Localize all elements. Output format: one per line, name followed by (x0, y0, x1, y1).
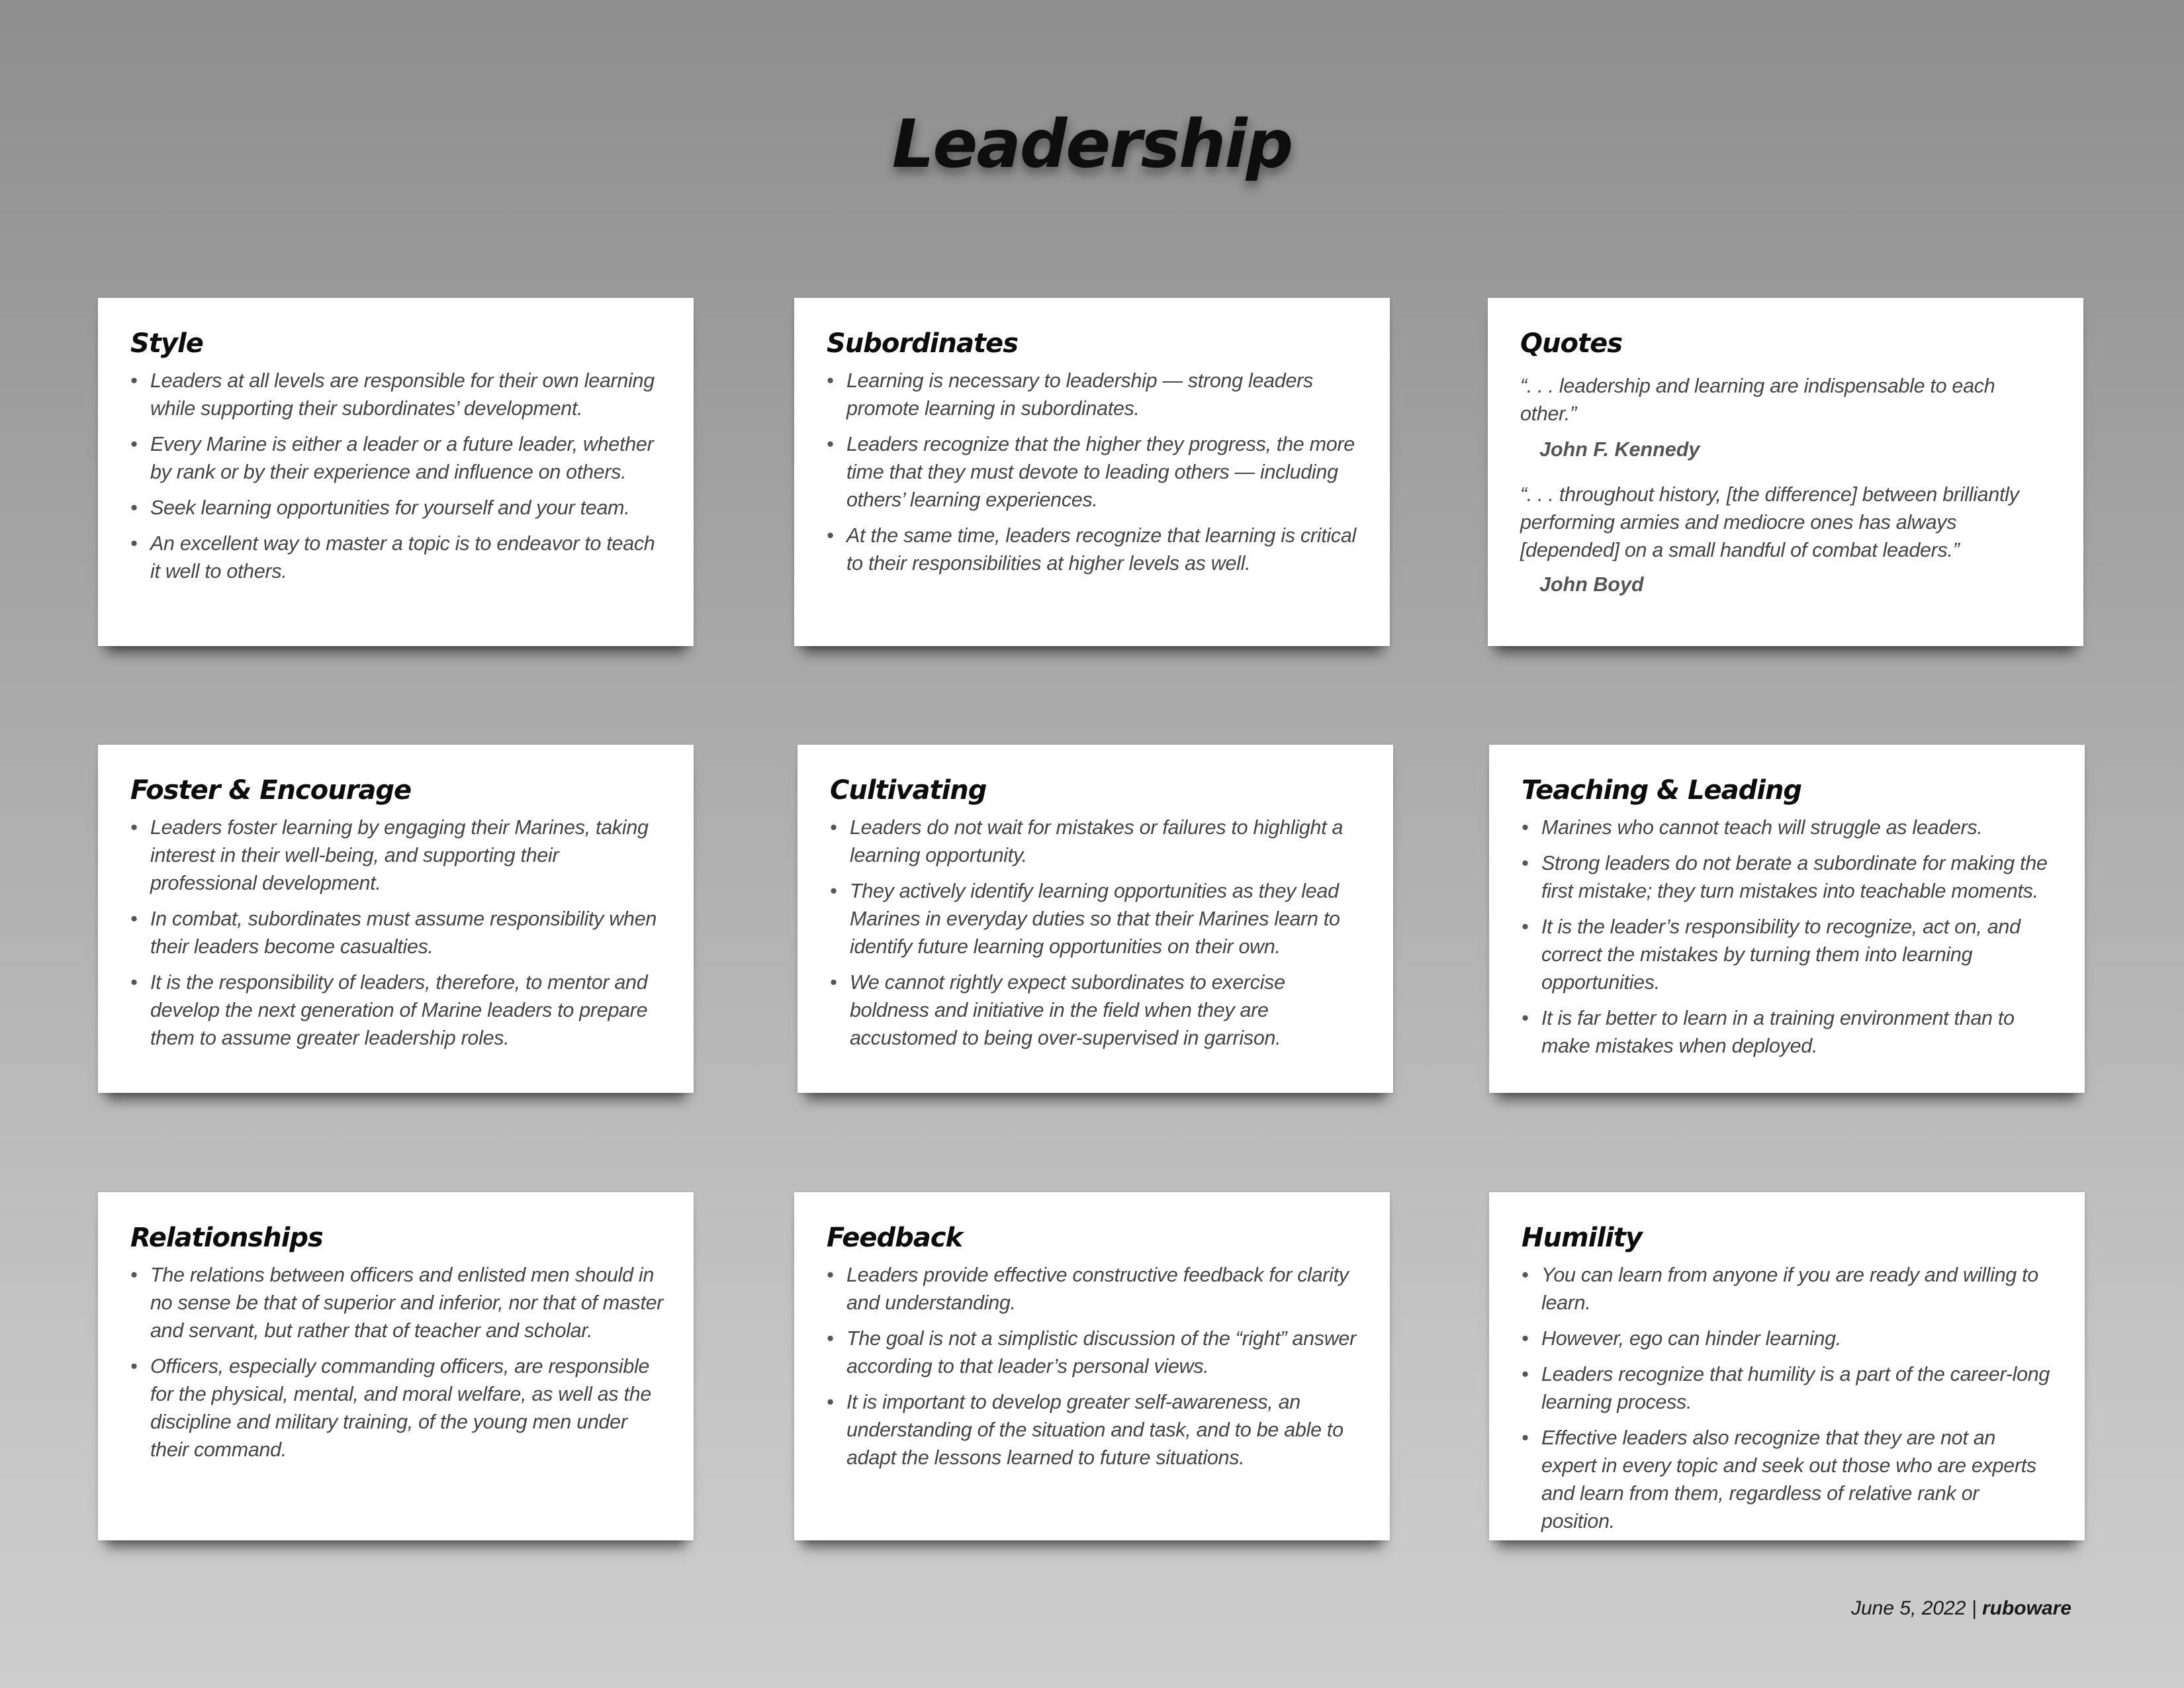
bullet-list: •The relations between officers and enli… (130, 1261, 664, 1464)
card-foster-encourage: Foster & Encourage •Leaders foster learn… (98, 745, 694, 1093)
bullet-list: •Marines who cannot teach will struggle … (1522, 814, 2056, 1060)
list-item: •Every Marine is either a leader or a fu… (130, 430, 664, 486)
list-item: •The goal is not a simplistic discussion… (827, 1325, 1361, 1380)
bullet-icon: • (1522, 1363, 1529, 1385)
card-feedback: Feedback •Leaders provide effective cons… (794, 1192, 1390, 1540)
bullet-icon: • (830, 971, 837, 994)
card-heading: Cultivating (830, 775, 987, 806)
quote-text: “. . . leadership and learning are indis… (1520, 375, 1995, 425)
bullet-list: •Learning is necessary to leadership — s… (827, 367, 1361, 577)
list-item: •Leaders recognize that humility is a pa… (1522, 1360, 2056, 1416)
card-style: Style •Leaders at all levels are respons… (98, 298, 694, 646)
bullet-icon: • (130, 496, 138, 519)
list-item: •The relations between officers and enli… (130, 1261, 664, 1344)
bullet-icon: • (830, 816, 837, 839)
bullet-icon: • (1522, 1327, 1529, 1350)
bullet-icon: • (130, 1264, 138, 1286)
quote-author: John F. Kennedy (1539, 438, 1700, 461)
list-item: •Seek learning opportunities for yoursel… (130, 494, 664, 522)
card-heading: Quotes (1520, 328, 1623, 359)
bullet-icon: • (1522, 852, 1529, 874)
list-item: •Officers, especially commanding officer… (130, 1352, 664, 1464)
quote-text: “. . . throughout history, [the differen… (1520, 483, 2019, 561)
bullet-icon: • (1522, 1264, 1529, 1286)
bullet-icon: • (1522, 1007, 1529, 1029)
list-item: •Effective leaders also recognize that t… (1522, 1424, 2056, 1535)
list-item: •An excellent way to master a topic is t… (130, 530, 664, 585)
list-item: •Learning is necessary to leadership — s… (827, 367, 1361, 422)
card-heading: Relationships (130, 1223, 324, 1253)
card-heading: Style (130, 328, 204, 359)
card-teaching-leading: Teaching & Leading •Marines who cannot t… (1489, 745, 2085, 1093)
bullet-icon: • (130, 1355, 138, 1378)
bullet-icon: • (830, 880, 837, 902)
list-item: •They actively identify learning opportu… (830, 877, 1364, 961)
footer-brand: ruboware (1981, 1597, 2071, 1619)
bullet-icon: • (827, 1327, 834, 1350)
bullet-icon: • (130, 971, 138, 994)
bullet-icon: • (827, 1391, 834, 1413)
card-relationships: Relationships •The relations between off… (98, 1192, 694, 1540)
footer: June 5, 2022 | ruboware (1851, 1597, 2071, 1620)
bullet-list: •Leaders do not wait for mistakes or fai… (830, 814, 1364, 1052)
bullet-icon: • (827, 1264, 834, 1286)
quote-author: John Boyd (1539, 573, 1644, 596)
list-item: •However, ego can hinder learning. (1522, 1325, 2056, 1352)
list-item: •At the same time, leaders recognize tha… (827, 522, 1361, 577)
card-heading: Teaching & Leading (1522, 775, 1802, 806)
list-item: •Leaders foster learning by engaging the… (130, 814, 664, 897)
bullet-icon: • (130, 433, 138, 455)
card-heading: Subordinates (827, 328, 1019, 359)
card-humility: Humility •You can learn from anyone if y… (1489, 1192, 2085, 1540)
list-item: •In combat, subordinates must assume res… (130, 905, 664, 961)
list-item: •Leaders at all levels are responsible f… (130, 367, 664, 422)
footer-date: June 5, 2022 (1851, 1597, 1966, 1619)
bullet-icon: • (130, 908, 138, 930)
bullet-icon: • (827, 369, 834, 392)
card-cultivating: Cultivating •Leaders do not wait for mis… (797, 745, 1393, 1093)
bullet-list: •Leaders provide effective constructive … (827, 1261, 1361, 1472)
bullet-icon: • (1522, 1427, 1529, 1449)
list-item: •Leaders recognize that the higher they … (827, 430, 1361, 514)
list-item: •Leaders do not wait for mistakes or fai… (830, 814, 1364, 869)
list-item: •It is the leader’s responsibility to re… (1522, 913, 2056, 996)
list-item: •You can learn from anyone if you are re… (1522, 1261, 2056, 1317)
list-item: •Marines who cannot teach will struggle … (1522, 814, 2056, 841)
bullet-list: •Leaders foster learning by engaging the… (130, 814, 664, 1052)
list-item: •It is the responsibility of leaders, th… (130, 968, 664, 1052)
bullet-icon: • (130, 369, 138, 392)
card-heading: Foster & Encourage (130, 775, 412, 806)
card-subordinates: Subordinates •Learning is necessary to l… (794, 298, 1390, 646)
bullet-list: •Leaders at all levels are responsible f… (130, 367, 664, 585)
bullet-icon: • (827, 524, 834, 547)
bullet-icon: • (130, 816, 138, 839)
bullet-icon: • (130, 532, 138, 555)
card-quotes: Quotes “. . . leadership and learning ar… (1488, 298, 2083, 646)
list-item: •It is important to develop greater self… (827, 1388, 1361, 1472)
list-item: •It is far better to learn in a training… (1522, 1004, 2056, 1060)
footer-separator: | (1971, 1597, 1977, 1619)
bullet-icon: • (827, 433, 834, 455)
page-title: Leadership (891, 105, 1293, 183)
list-item: •Strong leaders do not berate a subordin… (1522, 849, 2056, 905)
bullet-icon: • (1522, 816, 1529, 839)
bullet-list: •You can learn from anyone if you are re… (1522, 1261, 2056, 1535)
list-item: •Leaders provide effective constructive … (827, 1261, 1361, 1317)
card-heading: Humility (1522, 1223, 1643, 1253)
card-heading: Feedback (827, 1223, 963, 1253)
list-item: •We cannot rightly expect subordinates t… (830, 968, 1364, 1052)
bullet-icon: • (1522, 915, 1529, 938)
